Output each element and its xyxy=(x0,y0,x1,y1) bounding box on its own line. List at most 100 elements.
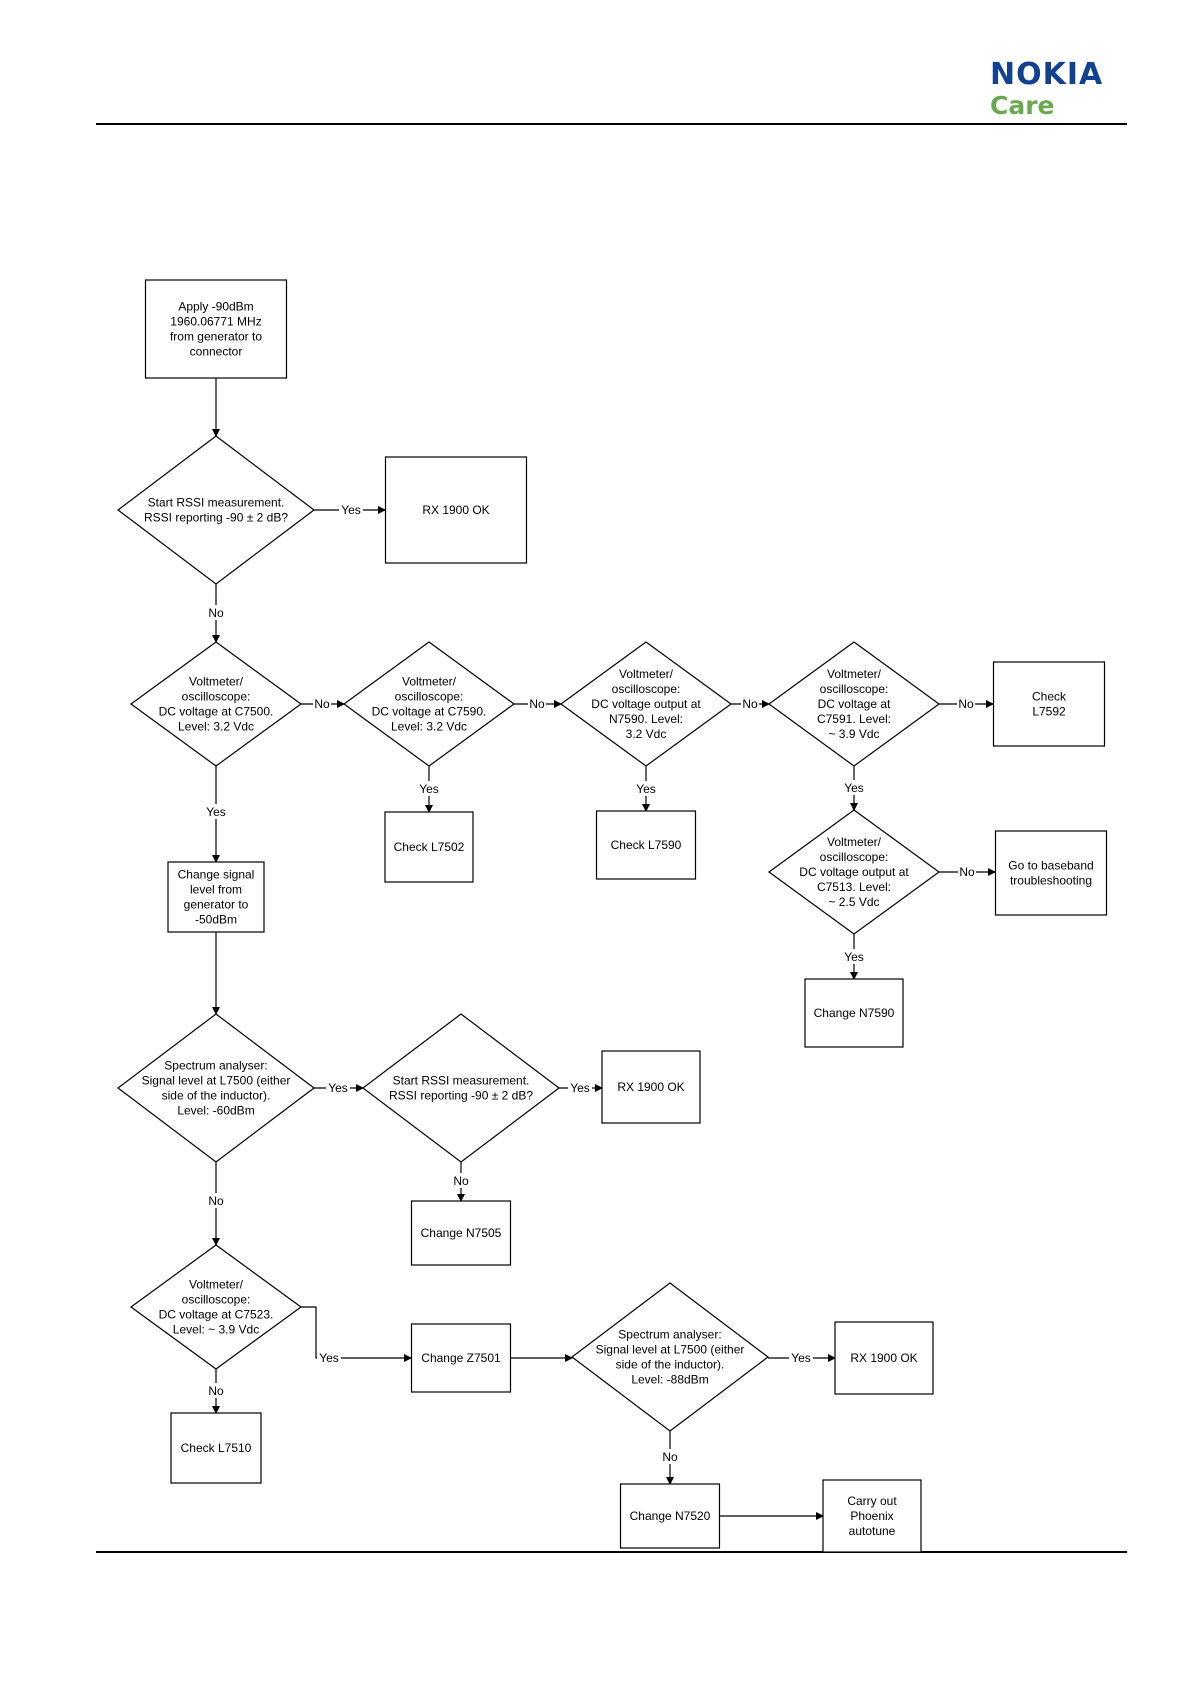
edge-label-bg xyxy=(339,502,363,517)
decision-diamond xyxy=(767,809,941,935)
node-rssi2: Start RSSI measurement.RSSI reporting -9… xyxy=(362,1013,560,1163)
process-box xyxy=(992,661,1106,747)
edge-label-bg xyxy=(317,1350,341,1365)
node-chg-n7590: Change N7590 xyxy=(804,978,904,1048)
edge-label-bg xyxy=(661,1449,679,1464)
edge-label-no: No xyxy=(314,697,330,711)
node-text: RX 1900 OK xyxy=(617,1080,684,1094)
node-text: Change N7590 xyxy=(814,1006,895,1020)
edge-label-bg xyxy=(417,781,441,796)
process-box xyxy=(619,1483,721,1549)
edge-label-yes: Yes xyxy=(570,1081,590,1095)
node-text: Voltmeter/oscilloscope:DC voltage output… xyxy=(591,667,701,741)
node-spec1: Spectrum analyser:Signal level at L7500 … xyxy=(117,1013,315,1163)
edge-label-yes: Yes xyxy=(791,1351,811,1365)
edge-label-bg xyxy=(204,804,228,819)
node-text: Change Z7501 xyxy=(421,1351,501,1365)
edge-label-bg xyxy=(741,696,759,711)
edge-label-no: No xyxy=(958,697,974,711)
edge-label-no: No xyxy=(529,697,545,711)
node-chg-n7505: Change N7505 xyxy=(410,1200,512,1266)
edge-label-bg xyxy=(957,696,975,711)
logo-care-text: Care xyxy=(990,91,1055,120)
decision-diamond xyxy=(129,641,303,767)
node-text: Spectrum analyser:Signal level at L7500 … xyxy=(596,1328,745,1387)
node-text: Start RSSI measurement.RSSI reporting -9… xyxy=(389,1074,533,1103)
node-spec2: Spectrum analyser:Signal level at L7500 … xyxy=(571,1282,769,1432)
edge-label-bg xyxy=(528,696,546,711)
decision-diamond xyxy=(117,435,315,585)
node-v-c7500: Voltmeter/oscilloscope:DC voltage at C75… xyxy=(129,641,303,767)
node-v-c7513: Voltmeter/oscilloscope:DC voltage output… xyxy=(767,809,941,935)
process-box xyxy=(144,279,288,379)
node-v-n7590: Voltmeter/oscilloscope:DC voltage output… xyxy=(559,641,733,767)
node-text: Check L7510 xyxy=(181,1441,252,1455)
node-text: RX 1900 OK xyxy=(422,503,489,517)
edge-label-yes: Yes xyxy=(636,782,656,796)
decision-diamond xyxy=(342,641,516,767)
node-rssi1: Start RSSI measurement.RSSI reporting -9… xyxy=(117,435,315,585)
edge-label-bg xyxy=(568,1080,592,1095)
edge-label-bg xyxy=(958,864,976,879)
process-box xyxy=(170,1412,262,1484)
node-chk-l7510: Check L7510 xyxy=(170,1412,262,1484)
process-box xyxy=(384,811,474,883)
edge-label-bg xyxy=(842,949,866,964)
process-box xyxy=(822,1479,922,1553)
edge-label-no: No xyxy=(742,697,758,711)
edge-label-yes: Yes xyxy=(319,1351,339,1365)
decision-diamond xyxy=(362,1013,560,1163)
edge-label-yes: Yes xyxy=(328,1081,348,1095)
process-box xyxy=(384,456,528,564)
process-box xyxy=(167,861,265,933)
edge-label-yes: Yes xyxy=(844,781,864,795)
edge-label-bg xyxy=(842,780,866,795)
edge-label-yes: Yes xyxy=(844,950,864,964)
edge-label-yes: Yes xyxy=(419,782,439,796)
node-chg-z7501: Change Z7501 xyxy=(410,1323,512,1393)
node-chk-l7590: Check L7590 xyxy=(595,810,697,880)
edge-label-yes: Yes xyxy=(206,805,226,819)
node-v-c7590: Voltmeter/oscilloscope:DC voltage at C75… xyxy=(342,641,516,767)
flow-arrow xyxy=(301,1306,412,1362)
edge-label-bg xyxy=(313,696,331,711)
node-chg-n7520: Change N7520 xyxy=(619,1483,721,1549)
process-box xyxy=(410,1323,512,1393)
edge-label-bg xyxy=(207,1383,225,1398)
node-text: Voltmeter/oscilloscope:DC voltage at C75… xyxy=(159,675,274,734)
node-chk-l7502: Check L7502 xyxy=(384,811,474,883)
edge-label-bg xyxy=(452,1173,470,1188)
decision-diamond xyxy=(129,1244,303,1370)
decision-diamond xyxy=(117,1013,315,1163)
edge-label-bg xyxy=(789,1350,813,1365)
nokia-care-logo: NOKIA Care xyxy=(990,60,1120,130)
node-ok2: RX 1900 OK xyxy=(601,1050,701,1124)
node-text: Voltmeter/oscilloscope:DC voltage output… xyxy=(799,835,909,909)
process-box xyxy=(834,1321,934,1395)
node-v-c7523: Voltmeter/oscilloscope:DC voltage at C75… xyxy=(129,1244,303,1370)
edge-label-no: No xyxy=(208,606,224,620)
process-box xyxy=(410,1200,512,1266)
node-text: Voltmeter/oscilloscope:DC voltage at C75… xyxy=(372,675,487,734)
process-box xyxy=(994,830,1108,916)
logo-nokia-text: NOKIA xyxy=(990,57,1104,92)
header-rule xyxy=(96,123,1127,125)
edge-label-no: No xyxy=(453,1174,469,1188)
decision-diamond xyxy=(767,641,941,767)
footer-rule xyxy=(96,1551,1127,1553)
node-text: Change N7505 xyxy=(421,1226,502,1240)
node-text: Check L7502 xyxy=(394,840,465,854)
node-text: Voltmeter/oscilloscope:DC voltage at C75… xyxy=(159,1278,274,1337)
node-ok3: RX 1900 OK xyxy=(834,1321,934,1395)
process-box xyxy=(595,810,697,880)
node-text: Change N7520 xyxy=(630,1509,711,1523)
